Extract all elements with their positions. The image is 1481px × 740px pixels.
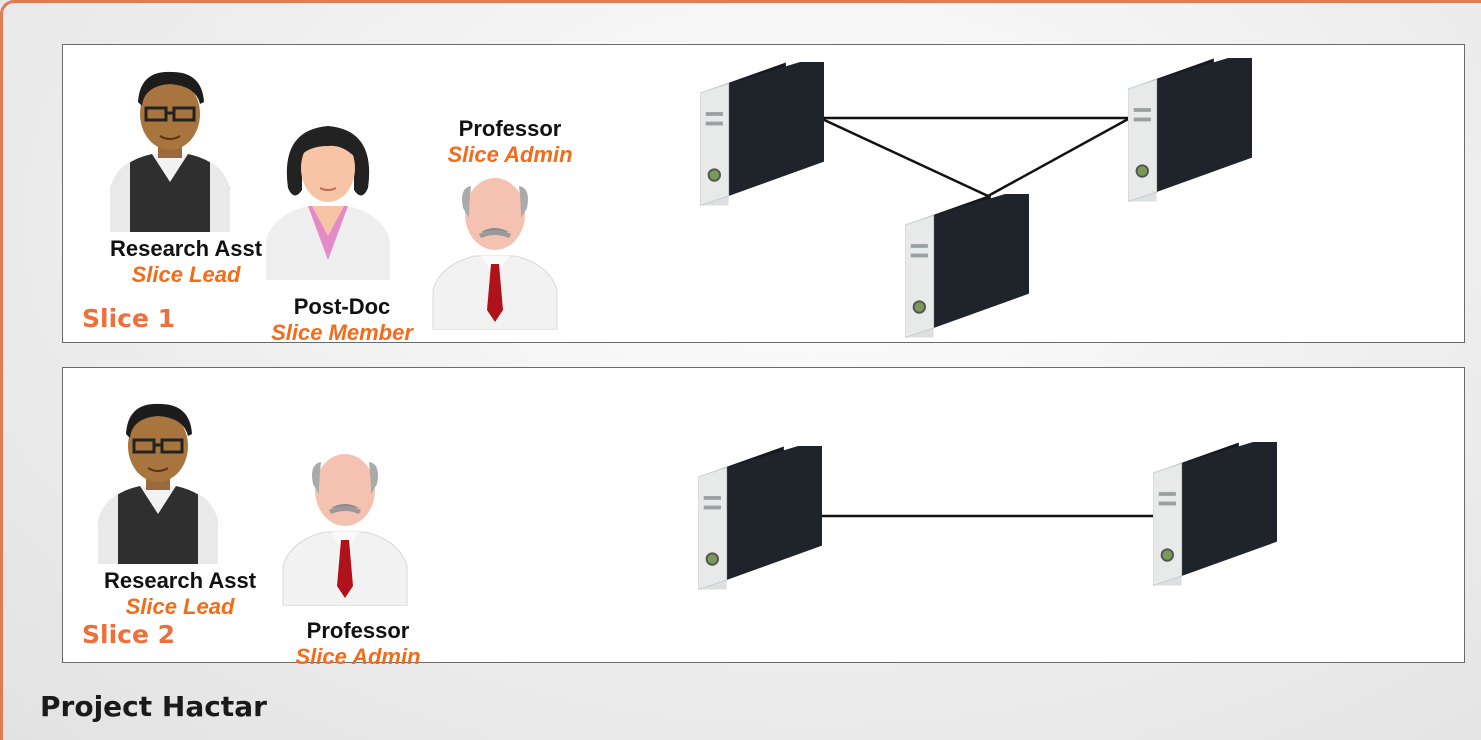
professor-avatar-icon: [275, 436, 415, 606]
slice-2-label: Slice 2: [82, 620, 176, 649]
link-server-1-server-3: [819, 116, 989, 198]
person-name: Post-Doc: [293, 294, 391, 319]
person-role: Slice Lead: [131, 262, 241, 287]
research-asst-avatar-icon: [88, 394, 228, 564]
person-name: Professor: [306, 618, 410, 643]
person-name: Research Asst: [103, 568, 257, 593]
person-name: Research Asst: [109, 236, 263, 261]
person-name: Professor: [458, 116, 562, 141]
link-server-2-server-3: [987, 116, 1131, 198]
person-role: Slice Admin: [295, 644, 421, 669]
project-title: Project Hactar: [40, 690, 267, 723]
server-icon[interactable]: [698, 446, 822, 590]
slice-1-label: Slice 1: [82, 304, 176, 333]
person-role: Slice Lead: [125, 594, 235, 619]
server-icon[interactable]: [1153, 442, 1277, 586]
person-role: Slice Member: [271, 320, 413, 345]
person-role: Slice Admin: [447, 142, 573, 167]
